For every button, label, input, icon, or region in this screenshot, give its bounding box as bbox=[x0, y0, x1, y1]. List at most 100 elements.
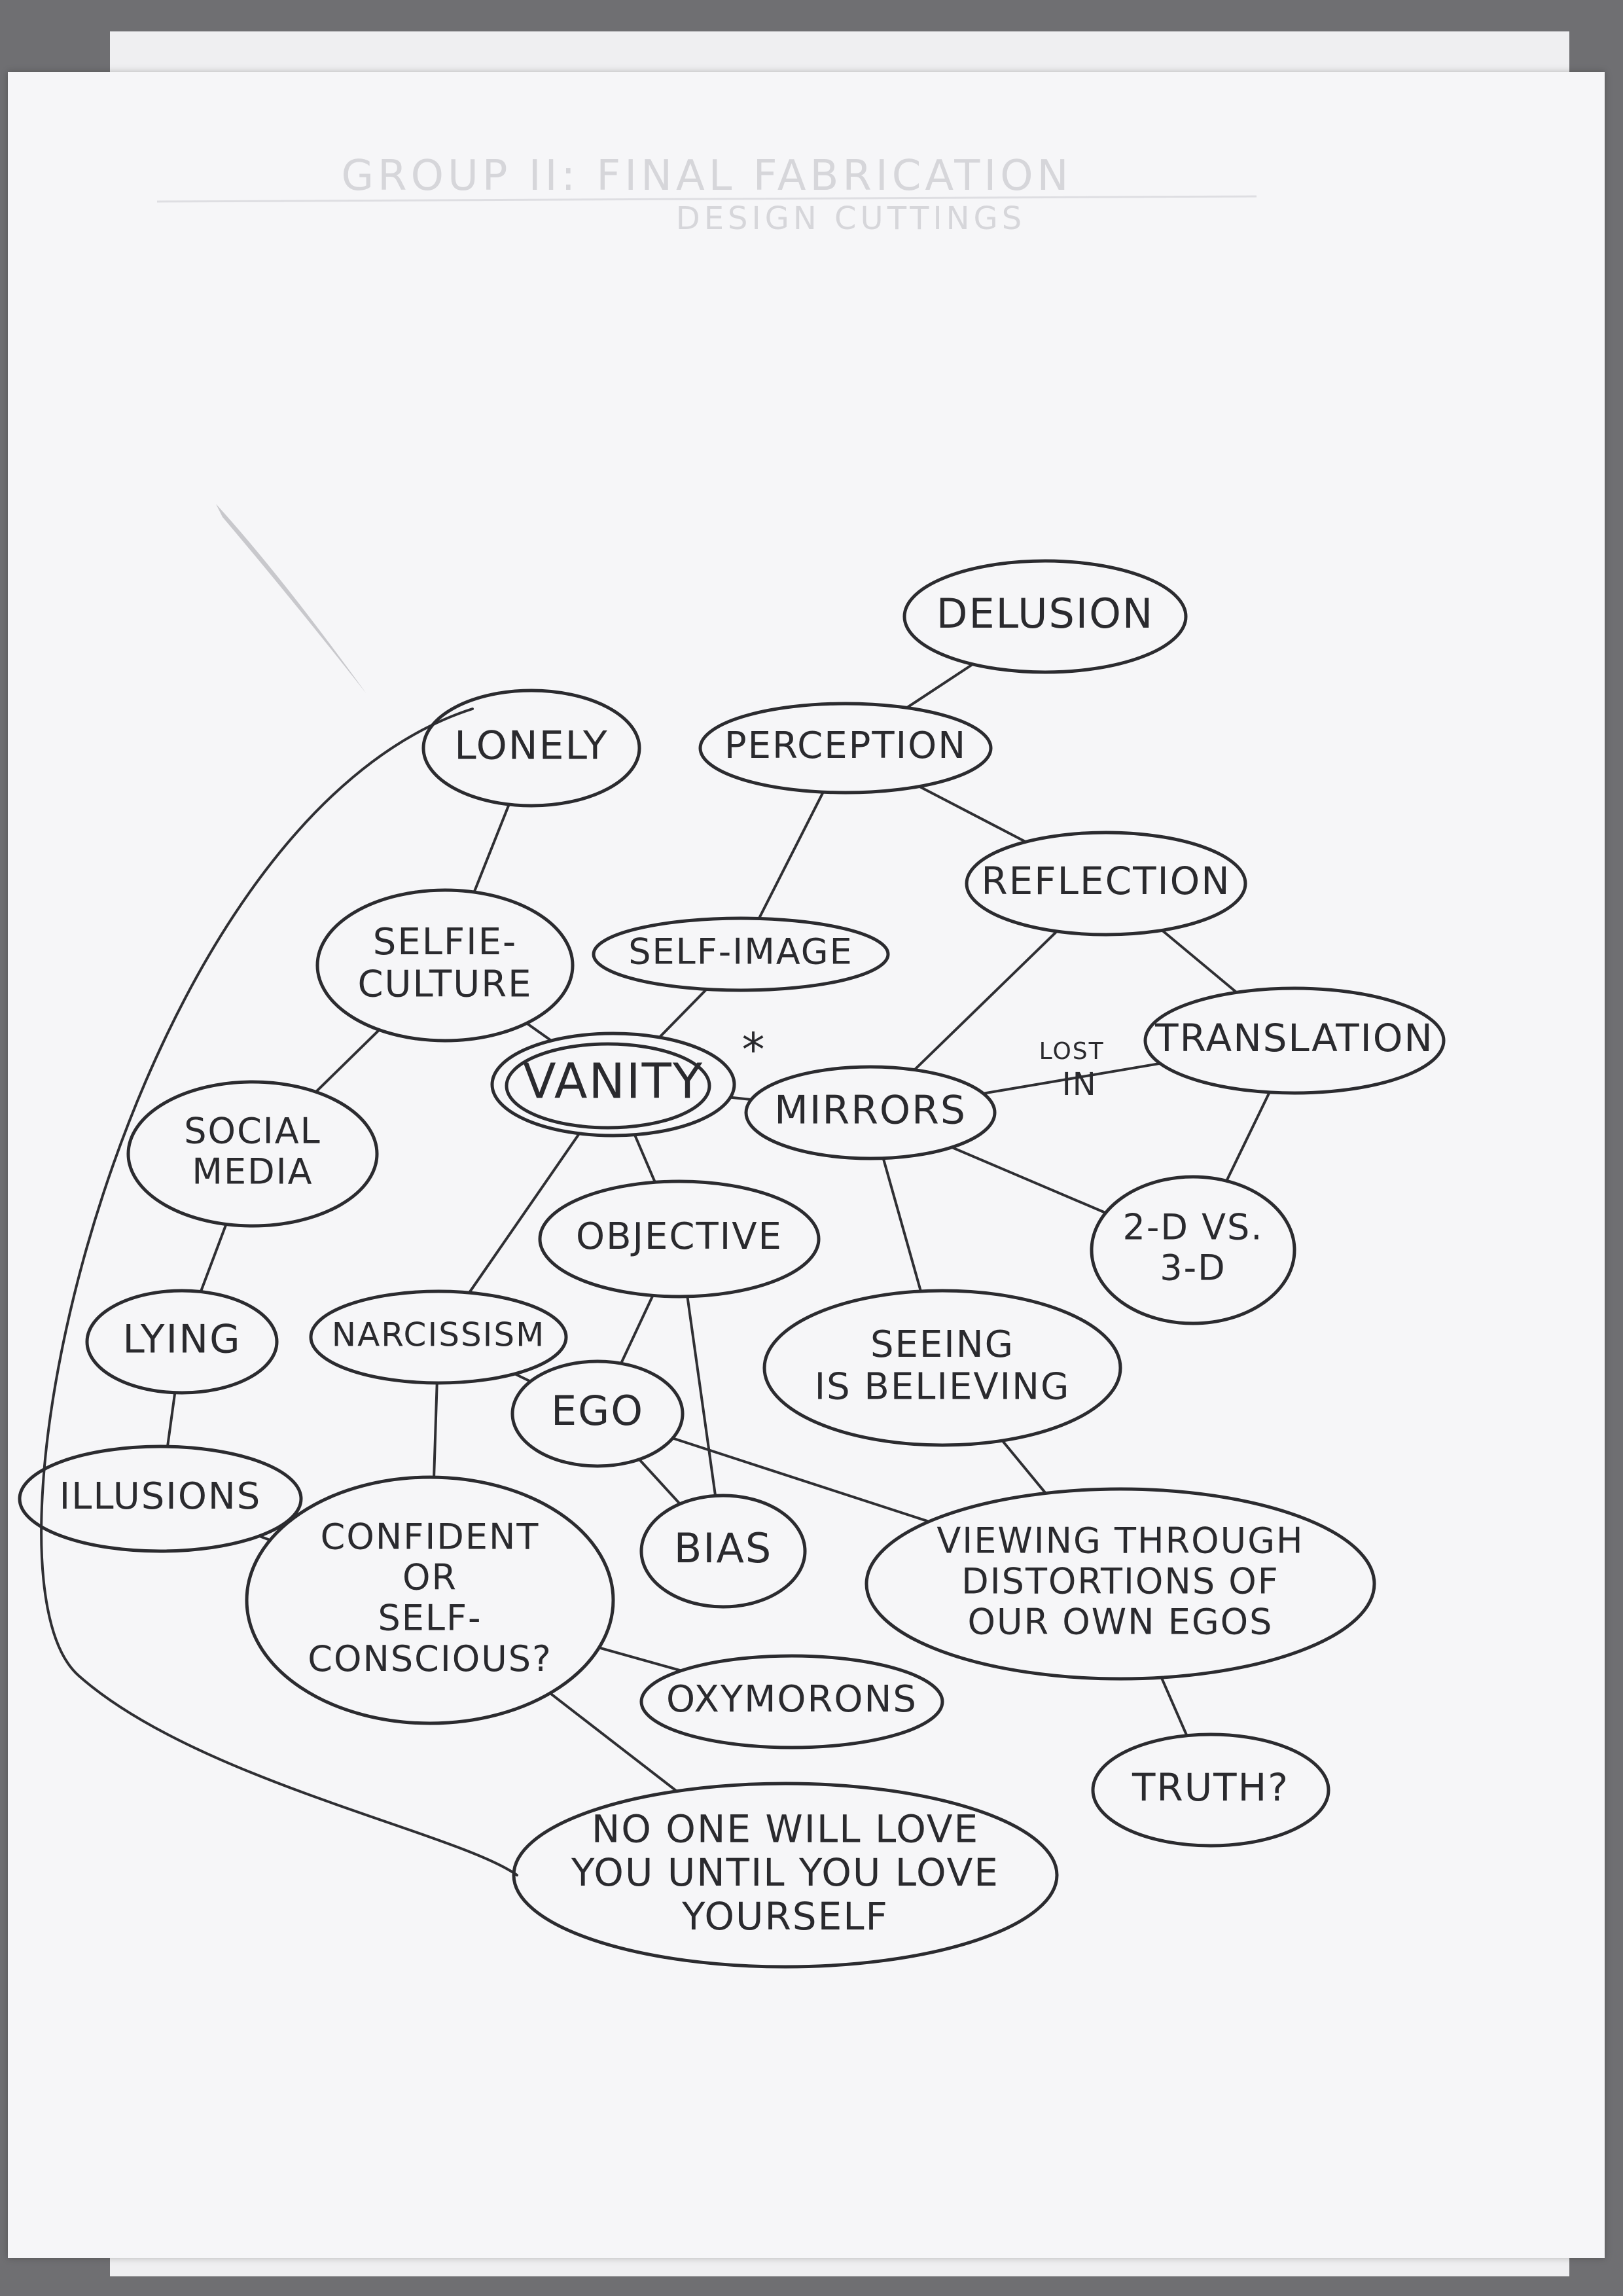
node-oxymorons-outline bbox=[639, 1654, 944, 1749]
node-social-media-outline bbox=[126, 1080, 379, 1228]
node-self-image-label: SELF-IMAGE bbox=[628, 931, 853, 973]
edge-vanity-to-objective bbox=[633, 1133, 656, 1184]
node-delusion-label: DELUSION bbox=[936, 590, 1154, 637]
paper-sheet bbox=[8, 72, 1605, 2258]
node-selfie-culture-outline bbox=[315, 888, 575, 1043]
node-social-media-label: SOCIAL bbox=[184, 1111, 321, 1152]
node-truth-label: TRUTH? bbox=[1132, 1765, 1289, 1810]
node-viewing-label: VIEWING THROUGH bbox=[936, 1520, 1304, 1562]
faded-header-rule bbox=[156, 195, 1257, 203]
edge-objective-to-bias bbox=[686, 1295, 717, 1498]
node-lonely-outline bbox=[421, 689, 641, 808]
node-lying-label: LYING bbox=[122, 1317, 241, 1363]
pencil-mark bbox=[216, 504, 366, 694]
edge-social-media-to-lying bbox=[199, 1223, 228, 1293]
node-no-one-label: YOU UNTIL YOU LOVE bbox=[571, 1850, 999, 1895]
faded-header-line-1: GROUP II: FINAL FABRICATION bbox=[342, 152, 1073, 200]
node-perception-outline bbox=[698, 702, 993, 795]
node-oxymorons-label: OXYMORONS bbox=[666, 1678, 918, 1721]
node-bias-outline bbox=[639, 1494, 807, 1609]
node-selfie-culture-label: SELFIE- bbox=[373, 921, 517, 963]
node-lying-outline bbox=[85, 1289, 279, 1395]
edge-selfie-culture-to-social-media bbox=[314, 1028, 381, 1094]
node-illusions-outline bbox=[18, 1444, 303, 1553]
node-vanity-label: VANITY bbox=[523, 1054, 704, 1110]
edge-viewing-to-truth bbox=[1160, 1676, 1188, 1737]
edge-confident-to-no-one bbox=[548, 1691, 679, 1793]
edge-vanity-to-mirrors bbox=[729, 1096, 753, 1102]
node-perception: PERCEPTION bbox=[698, 702, 993, 795]
node-2d-3d-label: 3-D bbox=[1160, 1247, 1226, 1289]
node-self-image: SELF-IMAGE bbox=[592, 916, 890, 992]
node-truth-outline bbox=[1091, 1732, 1330, 1848]
node-vanity-inner-outline bbox=[505, 1042, 711, 1130]
node-selfie-culture-label: CULTURE bbox=[357, 963, 532, 1005]
node-translation-outline bbox=[1143, 986, 1446, 1095]
node-illusions: ILLUSIONS bbox=[18, 1444, 303, 1553]
node-bias: BIAS bbox=[639, 1494, 807, 1609]
node-objective-label: OBJECTIVE bbox=[576, 1215, 783, 1258]
edge-narcissism-to-ego bbox=[513, 1372, 532, 1383]
node-viewing-label: DISTORTIONS OF bbox=[961, 1561, 1279, 1602]
node-no-one-outline bbox=[512, 1782, 1059, 1969]
node-2d-3d-label: 2-D VS. bbox=[1123, 1207, 1264, 1248]
node-confident-label: CONFIDENT bbox=[321, 1516, 540, 1557]
node-reflection-label: REFLECTION bbox=[981, 859, 1230, 903]
edge-ego-to-viewing bbox=[671, 1437, 931, 1523]
node-oxymorons: OXYMORONS bbox=[639, 1654, 944, 1749]
node-illusions-label: ILLUSIONS bbox=[60, 1475, 262, 1518]
node-mirrors-label: MIRRORS bbox=[774, 1088, 967, 1134]
node-seeing-label: IS BELIEVING bbox=[815, 1365, 1071, 1408]
edge-reflection-to-translation bbox=[1160, 929, 1238, 994]
node-selfie-culture: SELFIE-CULTURE bbox=[315, 888, 575, 1043]
edge-confident-to-oxymorons bbox=[597, 1646, 683, 1672]
edge-ego-to-bias bbox=[637, 1458, 682, 1505]
faded-header-line-2: DESIGN CUTTINGS bbox=[676, 200, 1026, 237]
node-lying: LYING bbox=[85, 1289, 279, 1395]
node-viewing-label: OUR OWN EGOS bbox=[968, 1602, 1274, 1643]
edge-lonely-to-no-one bbox=[40, 708, 518, 1876]
node-no-one-label: YOURSELF bbox=[681, 1894, 889, 1939]
node-social-media-label: MEDIA bbox=[192, 1151, 313, 1193]
edge-mirrors-to-seeing bbox=[882, 1157, 922, 1293]
edge-mirrors-to-translation bbox=[982, 1062, 1162, 1095]
edge-translation-to-2d-3d bbox=[1225, 1090, 1271, 1183]
edge-label-mirrors-to-translation: IN bbox=[1062, 1066, 1097, 1103]
node-vanity: *VANITY bbox=[490, 1023, 765, 1138]
node-delusion-outline bbox=[902, 559, 1188, 674]
node-viewing-outline bbox=[865, 1487, 1376, 1681]
node-mirrors: MIRRORS bbox=[744, 1065, 997, 1160]
node-objective-outline bbox=[538, 1179, 821, 1299]
node-lonely-label: LONELY bbox=[454, 723, 608, 769]
node-ego-outline bbox=[510, 1359, 685, 1468]
edge-objective-to-ego bbox=[619, 1294, 654, 1365]
edge-lying-to-illusions bbox=[166, 1391, 177, 1448]
node-self-image-outline bbox=[592, 916, 890, 992]
node-seeing-label: SEEING bbox=[870, 1323, 1014, 1366]
node-ego: EGO bbox=[510, 1359, 685, 1468]
edge-perception-to-self-image bbox=[757, 791, 825, 920]
node-perception-label: PERCEPTION bbox=[724, 725, 967, 767]
edge-delusion-to-perception bbox=[905, 662, 974, 709]
node-objective: OBJECTIVE bbox=[538, 1179, 821, 1299]
nodes-layer: DELUSION PERCEPTION LONELY REFLECTION SELFIE… bbox=[18, 559, 1446, 1969]
edge-seeing-to-viewing bbox=[1001, 1439, 1047, 1495]
node-truth: TRUTH? bbox=[1091, 1732, 1330, 1848]
edge-mirrors-to-2d-3d bbox=[950, 1145, 1107, 1215]
node-ego-label: EGO bbox=[551, 1387, 644, 1435]
node-bias-label: BIAS bbox=[674, 1524, 773, 1572]
node-2d-3d-outline bbox=[1090, 1175, 1296, 1325]
edge-reflection-to-mirrors bbox=[913, 929, 1058, 1071]
node-confident-label: SELF- bbox=[378, 1598, 482, 1639]
edge-perception-to-reflection bbox=[918, 785, 1027, 844]
node-narcissism: NARCISSISM bbox=[309, 1289, 568, 1385]
node-narcissism-label: NARCISSISM bbox=[332, 1316, 546, 1354]
node-delusion: DELUSION bbox=[902, 559, 1188, 674]
node-confident-label: CONSCIOUS? bbox=[308, 1638, 552, 1679]
